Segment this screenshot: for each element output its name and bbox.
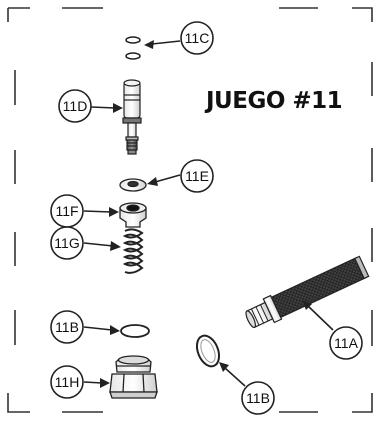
callout-11c: 11C: [180, 21, 214, 55]
callout-11e: 11E: [180, 159, 214, 193]
part-11f-seat: [119, 202, 147, 228]
part-11e-washer: [119, 178, 147, 192]
callout-11a: 11A: [329, 326, 363, 360]
part-11b-oring-left: [120, 324, 150, 338]
dashed-border: [7, 7, 373, 413]
callout-11g: 11G: [50, 226, 84, 260]
callout-11f: 11F: [50, 194, 84, 228]
svg-text:11G: 11G: [54, 235, 79, 251]
part-11b-oring-right: [195, 334, 221, 368]
callout-11b-right: 11B: [241, 381, 275, 415]
part-11a-filter: [245, 255, 370, 329]
svg-text:11E: 11E: [185, 168, 209, 184]
part-11d-valve-stem: [122, 79, 142, 155]
part-11g-spring: [122, 228, 144, 274]
svg-text:11H: 11H: [55, 374, 80, 390]
svg-text:11C: 11C: [185, 30, 210, 46]
callout-11d: 11D: [58, 89, 92, 123]
callout-11h: 11H: [50, 365, 84, 399]
svg-text:11B: 11B: [55, 319, 79, 335]
part-11h-plug: [109, 355, 158, 399]
callout-11b-left: 11B: [50, 310, 84, 344]
svg-text:11F: 11F: [55, 203, 78, 219]
kit-title: JUEGO #11: [206, 88, 343, 114]
part-11c-orings: [125, 36, 141, 60]
leader-lines: [83, 40, 334, 388]
svg-text:11B: 11B: [246, 390, 270, 406]
svg-text:11D: 11D: [63, 98, 88, 114]
svg-text:11A: 11A: [334, 335, 359, 351]
